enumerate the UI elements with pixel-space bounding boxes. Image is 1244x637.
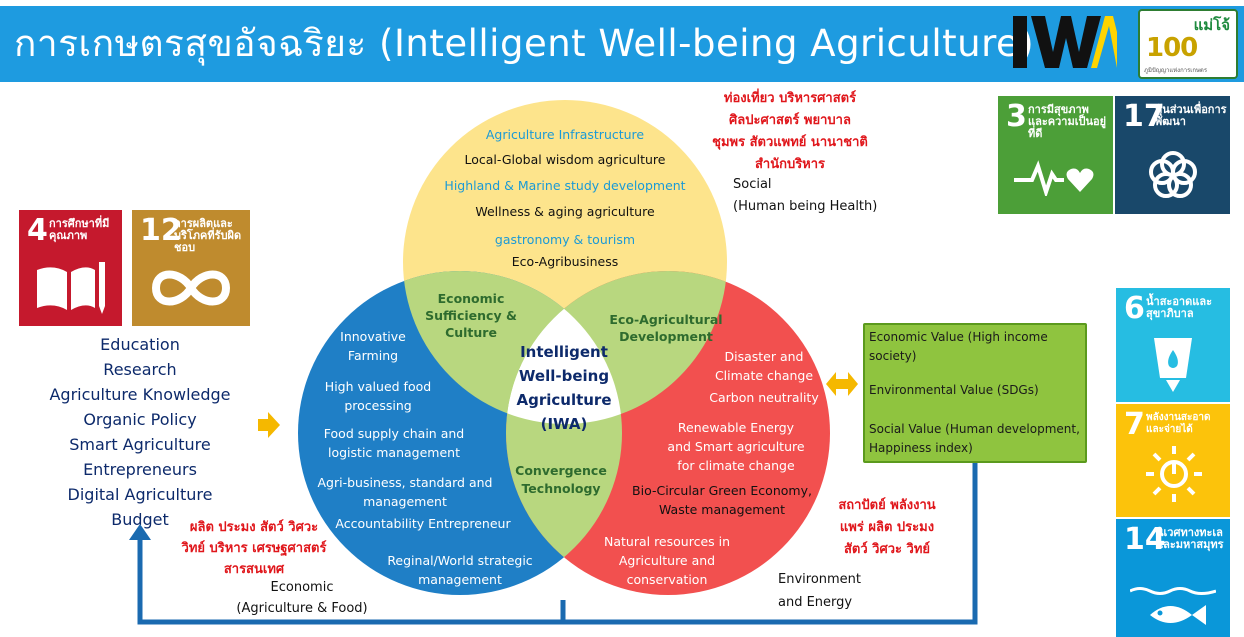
center-region xyxy=(506,271,622,424)
social-faculties: ท่องเที่ยว บริหารศาสตร์ ศิลปะศาสตร์ พยาบ… xyxy=(712,91,868,172)
list-item: Entrepreneurs xyxy=(83,460,197,479)
partnership-flower-icon xyxy=(1149,151,1197,198)
book-icon xyxy=(37,262,105,314)
sdg4-tile: 4 การศึกษาที่มีคุณภาพ xyxy=(19,210,122,326)
sun-power-icon xyxy=(1146,446,1202,502)
list-item: Digital Agriculture xyxy=(67,485,213,504)
values-box: Economic Value (High income society) Env… xyxy=(863,323,1087,463)
sdg3-tile: 3 การมีสุขภาพและความเป็นอยู่ที่ดี xyxy=(998,96,1113,214)
sdg6-tile: 6 น้ำสะอาดและสุขาภิบาล xyxy=(1116,288,1230,402)
sdg12-tile: 12 การผลิตและบริโภคที่รับผิดชอบ xyxy=(132,210,250,326)
economic-label: Economic (Agriculture & Food) xyxy=(236,580,368,616)
left-item-5: Accountability Entrepreneur xyxy=(335,516,511,531)
economic-value: Economic Value (High income society) xyxy=(869,330,1048,363)
page-title: การเกษตรสุขอัจฉริยะ (Intelligent Well-be… xyxy=(14,22,1035,65)
heartbeat-icon xyxy=(1014,160,1094,196)
mju-100-logo: แม่โจ้ 100 ภูมิปัญญาแห่งการเกษตร xyxy=(1138,9,1238,79)
social-value: Social Value (Human development, Happine… xyxy=(869,422,1080,455)
top-item-5: gastronomy & tourism xyxy=(494,232,636,247)
input-list: Education Research Agriculture Knowledge… xyxy=(30,332,250,532)
environment-faculties: สถาปัตย์ พลังงาน แพร่ ผลิต ประมง สัตว์ ว… xyxy=(838,498,936,557)
right-arrow-icon xyxy=(258,412,280,438)
sdg17-tile: 17 หุ้นส่วนเพื่อการพัฒนา xyxy=(1115,96,1230,214)
fish-icon xyxy=(1130,587,1216,625)
top-item-6: Eco-Agribusiness xyxy=(511,254,619,269)
right-item-4: Bio-Circular Green Economy,Waste managem… xyxy=(632,483,812,517)
infinity-icon xyxy=(151,270,231,306)
top-item-4: Wellness & aging agriculture xyxy=(475,204,655,219)
sdg7-tile: 7 พลังงานสะอาดและจ่ายได้ xyxy=(1116,404,1230,517)
environment-label: Environment and Energy xyxy=(778,572,862,610)
top-item-3: Highland & Marine study development xyxy=(444,178,686,193)
list-item: Smart Agriculture xyxy=(69,435,211,454)
iwa-logo xyxy=(1013,16,1117,68)
environmental-value: Environmental Value (SDGs) xyxy=(869,383,1039,397)
top-item-2: Local-Global wisdom agriculture xyxy=(464,152,666,167)
sdg14-tile: 14 นิเวศทางทะเลและมหาสมุทร xyxy=(1116,519,1230,637)
top-item-1: Agriculture Infrastructure xyxy=(485,127,645,142)
water-glass-icon xyxy=(1154,338,1192,392)
list-item: Agriculture Knowledge xyxy=(49,385,231,404)
list-item: Education xyxy=(100,335,180,354)
double-arrow-icon xyxy=(826,372,858,396)
list-item: Organic Policy xyxy=(83,410,197,429)
social-label: Social (Human being Health) xyxy=(733,177,878,214)
right-item-2: Carbon neutrality xyxy=(709,390,819,405)
economic-faculties: ผลิต ประมง สัตว์ วิศวะ วิทย์ บริหาร เศรษ… xyxy=(181,520,327,577)
list-item: Research xyxy=(103,360,177,379)
list-item: Budget xyxy=(111,510,169,529)
